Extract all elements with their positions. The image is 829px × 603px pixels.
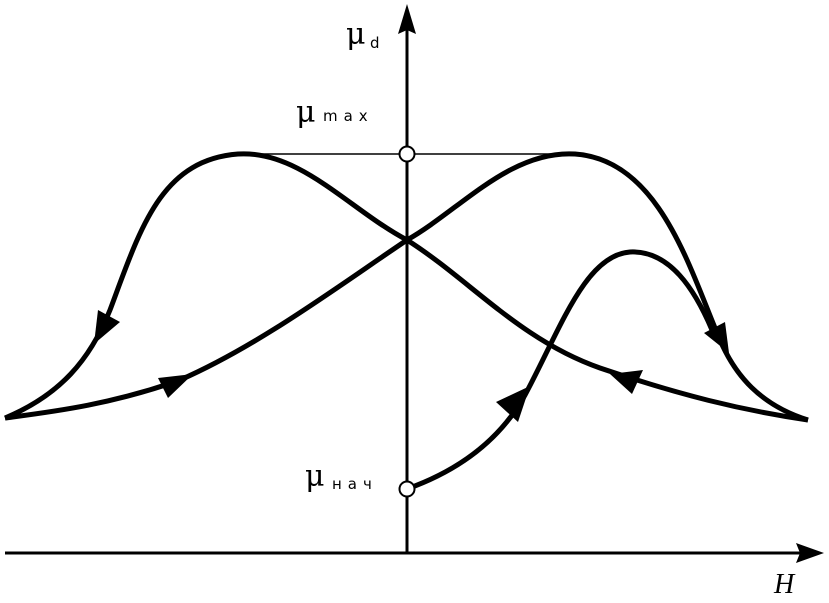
mu-init-symbol: μ (305, 459, 325, 494)
y-axis-label: μ (346, 20, 366, 50)
mu-init-subscript: нач (332, 475, 378, 493)
arrow-left-ascending (158, 374, 193, 398)
arrow-initial-curve (496, 386, 530, 422)
mu-max-subscript: max (323, 107, 374, 125)
initial-magnetization-curve (406, 249, 715, 492)
y-axis-label-symbol: μ (346, 17, 366, 52)
y-axis-arrowhead (398, 4, 416, 34)
mu-max-label: μ (296, 98, 316, 128)
x-axis-label: H (774, 569, 795, 600)
arrow-left-descending (94, 310, 120, 344)
arrow-right-ascending (610, 370, 643, 394)
mu-max-point (398, 145, 416, 163)
x-axis-arrowhead (796, 543, 824, 563)
y-axis-label-subscript: d (370, 34, 386, 52)
mu-init-point (398, 480, 416, 498)
arrow-right-descending (704, 322, 729, 353)
mu-max-symbol: μ (296, 95, 316, 130)
mu-init-label: μ (305, 462, 325, 492)
